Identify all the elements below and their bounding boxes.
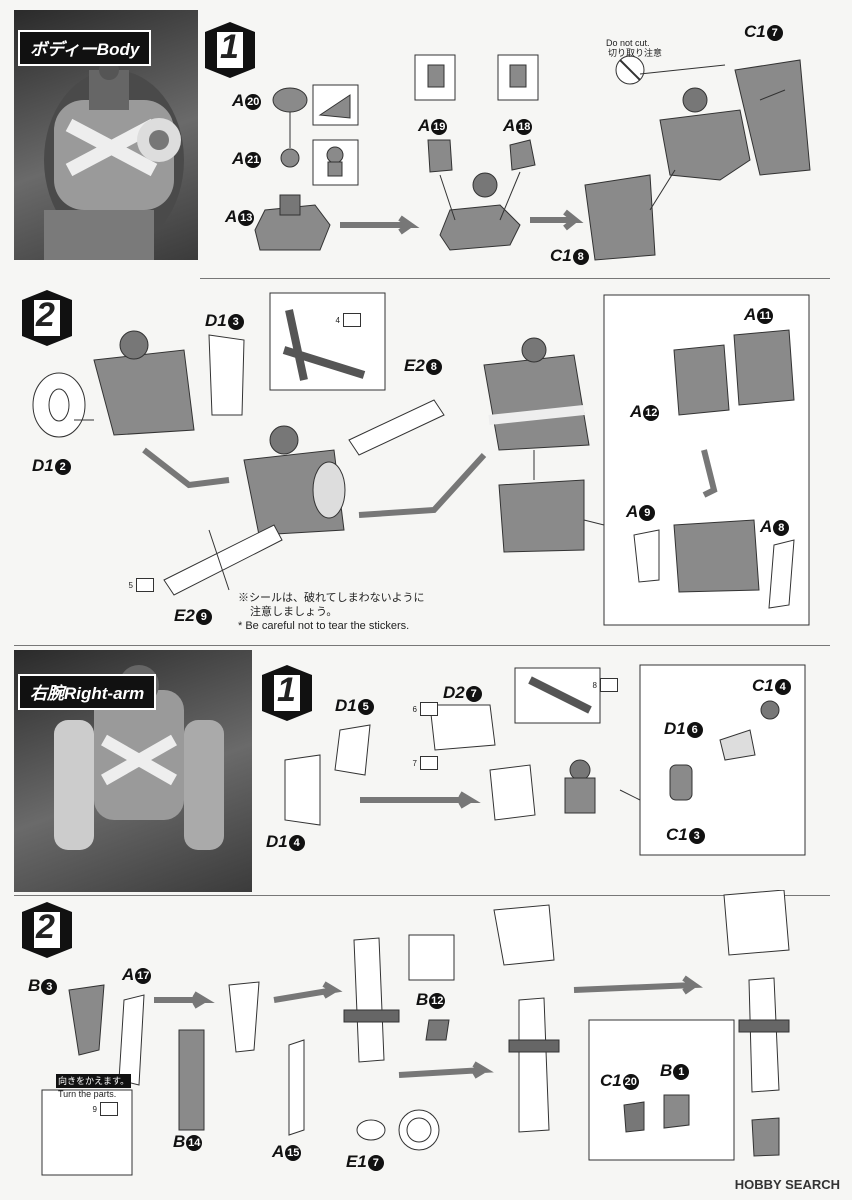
arm-step1-parts <box>284 664 806 856</box>
figure-torso-illustration <box>44 60 184 260</box>
sticker-ref-4: 4 <box>336 313 361 327</box>
right-arm-banner: 右腕Right-arm <box>18 674 157 710</box>
body-step2-parts <box>32 292 810 626</box>
arm-step2-parts <box>41 890 790 1176</box>
sticker-ref-6: 6 <box>413 702 438 716</box>
sticker-ref-8: 8 <box>593 678 618 692</box>
body-step1-parts <box>254 54 811 261</box>
hobby-search-watermark: HOBBY SEARCH <box>734 1177 840 1192</box>
step-1-number: 1 <box>220 28 239 66</box>
sticker-note-jp-2: 注意しましょう。 <box>250 606 338 618</box>
turn-parts-jp: 向きをかえます。 <box>56 1074 132 1088</box>
sticker-ref-5: 5 <box>129 578 154 592</box>
do-not-cut-en: Do not cut. <box>606 38 650 48</box>
step-2-badge <box>22 290 72 346</box>
step-1-badge <box>205 22 255 78</box>
arm-step-divider <box>14 895 830 896</box>
step-2-number: 2 <box>36 296 55 334</box>
arm-step-1-badge <box>262 665 312 721</box>
section-divider <box>14 645 830 646</box>
sticker-note-en: * Be careful not to tear the stickers. <box>238 620 410 632</box>
sticker-ref-9: 9 <box>93 1102 118 1116</box>
arm-step-2-badge <box>22 902 72 958</box>
do-not-cut-jp: 切り取り注意 <box>608 48 663 58</box>
body-step-divider <box>200 278 830 279</box>
body-section-banner: ボディーBody <box>18 30 152 66</box>
sticker-ref-7: 7 <box>413 756 438 770</box>
sticker-note-jp-1: ※シールは、破れてしまわないように <box>238 592 425 604</box>
turn-parts-en: Turn the parts. <box>58 1089 117 1099</box>
arm-step-2-number: 2 <box>36 908 55 946</box>
arm-step-1-number: 1 <box>277 671 296 709</box>
